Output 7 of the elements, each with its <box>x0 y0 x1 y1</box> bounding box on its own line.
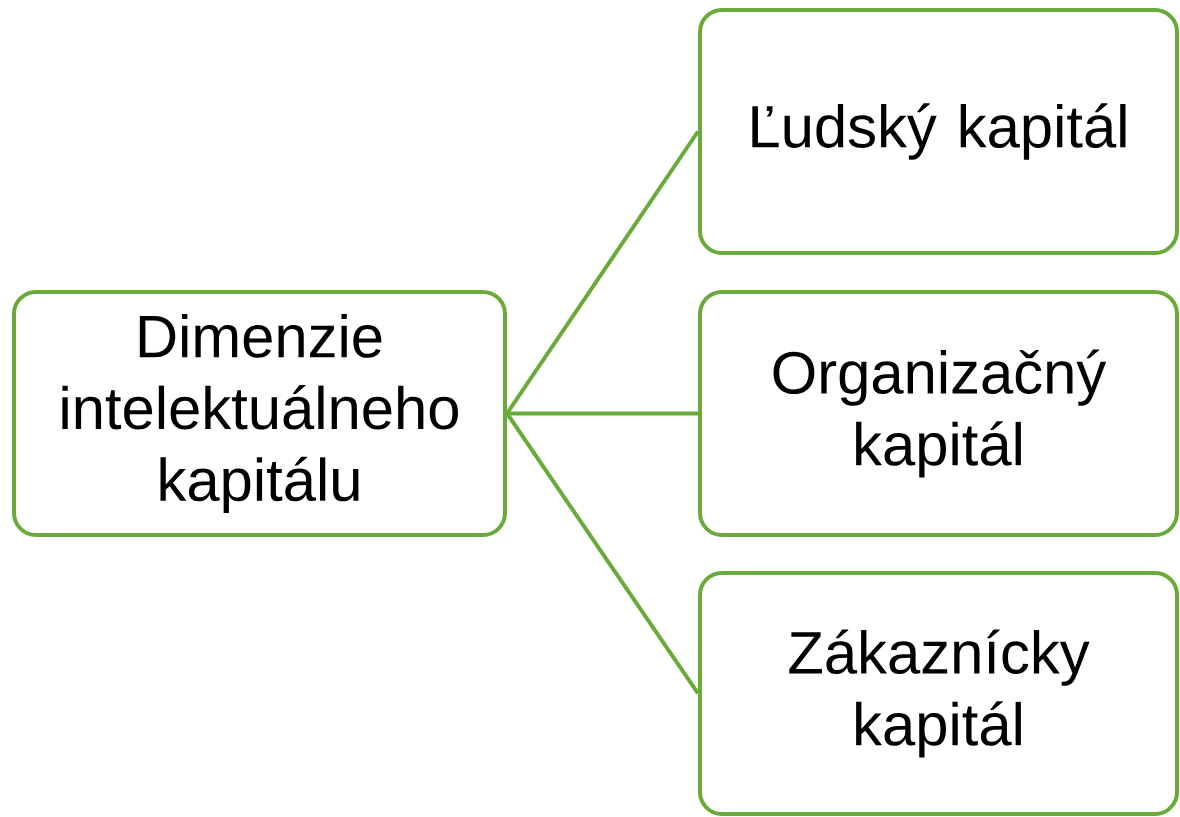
connector-line <box>505 130 700 415</box>
text-box: Organizačný kapitál <box>698 290 1179 537</box>
connector-line <box>505 412 700 695</box>
text-box: Dimenzie intelektuálneho kapitálu <box>12 290 507 537</box>
text-box: Ľudský kapitál <box>698 8 1179 255</box>
connector-line <box>507 411 698 416</box>
text-box: Zákaznícky kapitál <box>698 571 1179 816</box>
